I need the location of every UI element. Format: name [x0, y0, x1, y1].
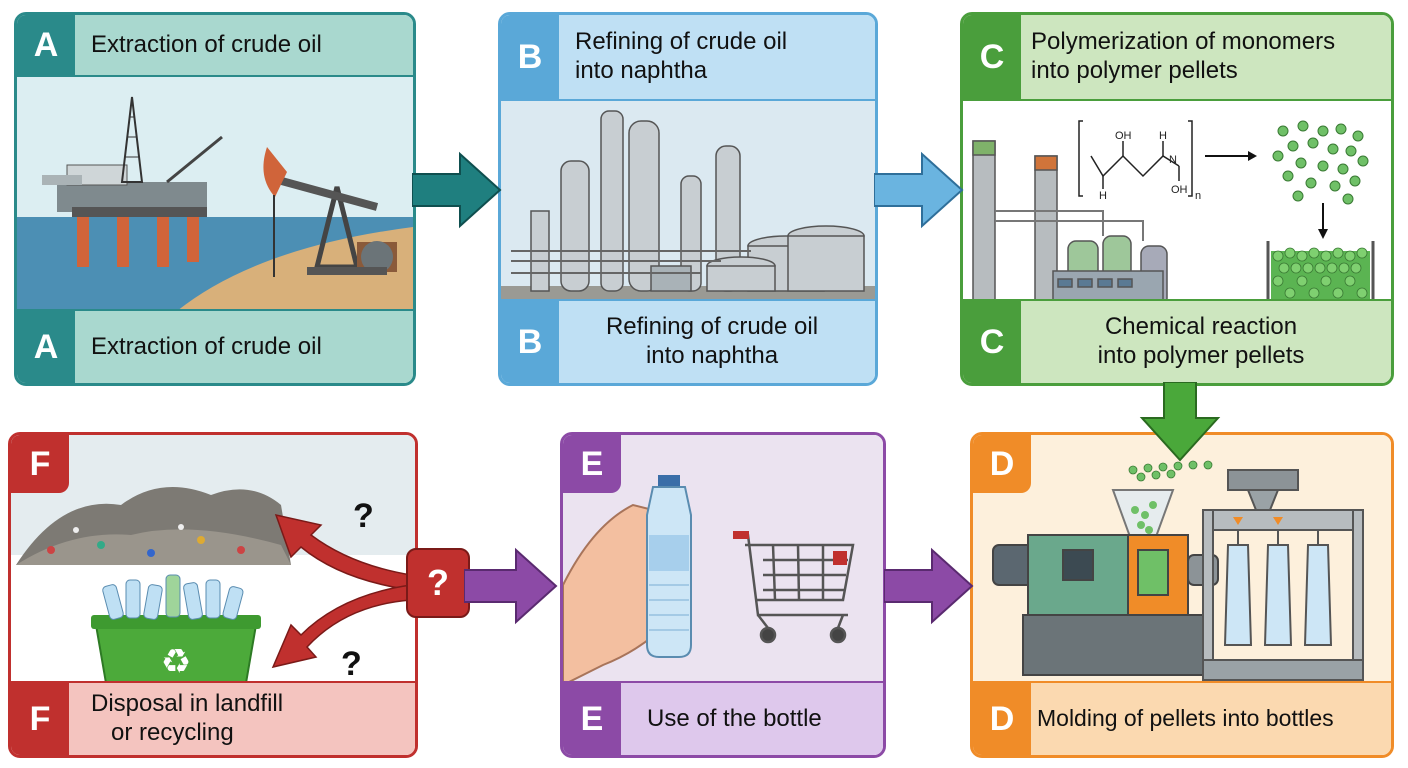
- chemical-plant-icon: [972, 140, 1168, 307]
- formula-subscript-n: n: [1195, 190, 1201, 202]
- panel-e-badge-bottom: E: [563, 683, 621, 755]
- panel-e-badge-top: E: [563, 435, 621, 493]
- question-badge: ?: [406, 548, 470, 618]
- pellet-tray-icon: [1266, 241, 1375, 308]
- arrow-right-icon: [1205, 151, 1257, 161]
- panel-b-scene: [501, 101, 875, 311]
- panel-a-title-bottom: Extraction of crude oil: [91, 332, 322, 360]
- panel-c-title-bottom-line2: into polymer pellets: [1097, 342, 1305, 369]
- panel-c-title-top-line1: Polymerization of monomers: [1031, 28, 1336, 56]
- arrow-down-icon: [1318, 203, 1328, 239]
- arrow-c-to-d: [1139, 382, 1221, 462]
- panel-c-title-bottom: Chemical reaction into polymer pellets: [1021, 313, 1391, 371]
- question-mark-2: ?: [341, 645, 362, 683]
- panel-c-title-bottom-line1: Chemical reaction: [1104, 313, 1298, 341]
- panel-d-molding: D D Molding of pellets into bottles: [970, 432, 1394, 758]
- question-mark-1: ?: [353, 497, 374, 535]
- panel-a-badge-bottom: A: [17, 311, 75, 383]
- panel-c-badge-bottom: C: [963, 301, 1021, 383]
- panel-c-polymerization: C Polymerization of monomers into polyme…: [960, 12, 1394, 386]
- panel-d-badge-top: D: [973, 435, 1031, 493]
- panel-f-title-bottom-line1: Disposal in landfill: [91, 690, 284, 718]
- panel-d-title-bottom: Molding of pellets into bottles: [1037, 705, 1334, 732]
- formula-h-top: H: [1159, 130, 1167, 142]
- panel-e-bottom-strip: E Use of the bottle: [563, 681, 883, 755]
- monomer-formula: [1078, 120, 1193, 197]
- panel-c-top-strip: C Polymerization of monomers into polyme…: [963, 15, 1391, 101]
- panel-e-scene: [563, 435, 883, 687]
- bottle-mold-station-icon: [1202, 469, 1364, 681]
- panel-d-bottom-strip: D Molding of pellets into bottles: [973, 681, 1391, 755]
- panel-f-scene: ♻ ? ?: [11, 435, 415, 687]
- panel-b-badge: B: [501, 15, 559, 99]
- oil-rig-icon: [42, 96, 223, 267]
- recycle-icon: ♻: [161, 642, 191, 682]
- panel-b-title-bottom-line1: Refining of crude oil: [605, 313, 819, 341]
- recycling-bin-icon: [91, 574, 261, 684]
- panel-a-scene: [17, 77, 413, 311]
- question-mark-3: ?: [427, 562, 449, 603]
- panel-f-title-bottom-line2: or recycling: [111, 719, 234, 746]
- panel-a-bottom-strip: A Extraction of crude oil: [17, 309, 413, 383]
- panel-f-bottom-strip: F Disposal in landfill or recycling: [11, 681, 415, 755]
- panel-c-title-top: Polymerization of monomers into polymer …: [1021, 28, 1391, 86]
- panel-a-extraction: A Extraction of crude oil: [14, 12, 416, 386]
- panel-d-badge-bottom: D: [973, 683, 1031, 755]
- panel-a-top-strip: A Extraction of crude oil: [17, 15, 413, 77]
- formula-oh-bottom: OH: [1171, 184, 1188, 196]
- arrow-f-to-e: [464, 547, 558, 625]
- water-bottle-icon: [646, 475, 692, 658]
- refinery-icon: [530, 110, 865, 292]
- panel-f-badge-top: F: [11, 435, 69, 493]
- pellets-cloud-icon: [1272, 120, 1369, 205]
- pump-jack-icon: [263, 147, 397, 277]
- formula-oh-top: OH: [1115, 130, 1132, 142]
- panel-b-bottom-strip: B Refining of crude oil into naphtha: [501, 299, 875, 383]
- formula-h-left: H: [1099, 190, 1107, 202]
- panel-c-title-top-line2: into polymer pellets: [1031, 57, 1238, 84]
- panel-a-title-top: Extraction of crude oil: [91, 30, 322, 58]
- formula-n-label: N: [1169, 154, 1177, 166]
- panel-b-title-top-line1: Refining of crude oil: [575, 28, 788, 56]
- landfill-icon: [16, 487, 291, 565]
- panel-b-title-top-line2: into naphtha: [575, 57, 708, 84]
- panel-f-title-bottom: Disposal in landfill or recycling: [69, 690, 415, 748]
- panel-c-bottom-strip: C Chemical reaction into polymer pellets: [963, 299, 1391, 383]
- panel-b-title-bottom: Refining of crude oil into naphtha: [559, 313, 875, 371]
- panel-f-disposal: ♻ ? ? F F Disposal in landfill or recycl…: [8, 432, 418, 758]
- arrow-a-to-b: [412, 151, 502, 229]
- pellet-stream-icon: [1128, 460, 1213, 482]
- arrow-b-to-c: [874, 151, 964, 229]
- branch-arrows-icon: [271, 513, 412, 669]
- panel-c-badge: C: [963, 15, 1021, 99]
- panel-b-top-strip: B Refining of crude oil into naphtha: [501, 15, 875, 101]
- panel-d-scene: [973, 435, 1391, 687]
- panel-b-title-top: Refining of crude oil into naphtha: [559, 28, 875, 86]
- arrow-e-to-d: [884, 547, 974, 625]
- panel-b-refining: B Refining of crude oil into naphtha: [498, 12, 878, 386]
- panel-b-title-bottom-line2: into naphtha: [645, 342, 779, 369]
- panel-f-badge-bottom: F: [11, 683, 69, 755]
- panel-e-use: E E Use of the bottle: [560, 432, 886, 758]
- panel-c-scene: OH H N H OH n: [963, 101, 1391, 311]
- panel-e-title-bottom: Use of the bottle: [647, 704, 822, 732]
- panel-b-badge-bottom: B: [501, 301, 559, 383]
- shopping-cart-icon: [733, 533, 855, 644]
- panel-a-badge: A: [17, 15, 75, 75]
